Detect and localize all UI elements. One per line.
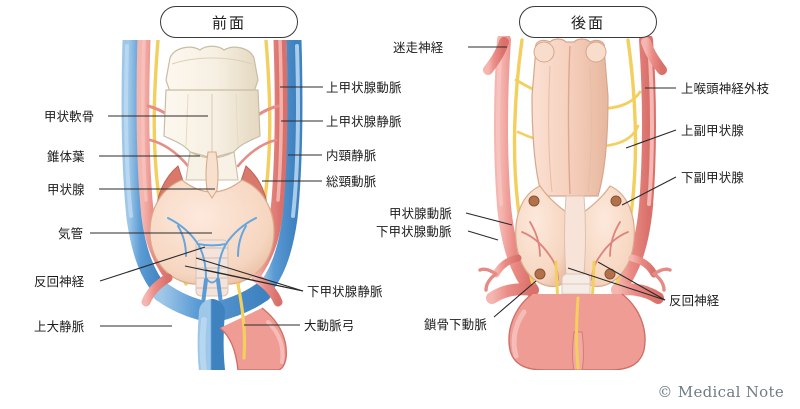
tab-front-view[interactable]: 前面 [160, 6, 298, 38]
label-common-carotid-artery: 総頸動脈 [326, 174, 377, 189]
label-superior-vena-cava: 上大静脈 [34, 319, 85, 334]
tab-back-view-label: 後面 [570, 13, 605, 32]
superior-parathyroid-right [610, 195, 622, 207]
label-thyroid-cartilage: 甲状軟骨 [44, 109, 95, 124]
label-trachea: 気管 [58, 226, 84, 241]
label-inferior-thyroid-vein: 下甲状腺静脈 [307, 284, 383, 299]
label-superior-thyroid-artery: 上甲状腺動脈 [326, 80, 402, 95]
inferior-parathyroid-right [604, 268, 616, 280]
back-view-illustration [478, 36, 672, 370]
front-view-illustration [121, 40, 303, 370]
superior-parathyroid-left [528, 195, 540, 207]
label-superior-thyroid-vein: 上甲状腺静脈 [326, 114, 402, 129]
label-aortic-arch: 大動脈弓 [304, 318, 355, 333]
label-external-branch-superior-laryngeal-nerve: 上喉頭神経外枝 [681, 81, 770, 96]
label-superior-parathyroid-gland: 上副甲状腺 [681, 123, 744, 138]
label-pyramidal-lobe: 錐体葉 [47, 149, 85, 164]
label-thyroid-artery: 甲状腺動脈 [389, 206, 452, 221]
label-internal-jugular-vein: 内頸静脈 [326, 148, 377, 163]
label-recurrent-laryngeal-nerve-back: 反回神経 [669, 293, 720, 308]
inferior-parathyroid-left [534, 268, 546, 280]
label-inferior-thyroid-artery: 下甲状腺動脈 [376, 224, 452, 239]
copyright-credit: © Medical Note [657, 383, 784, 401]
label-subclavian-artery: 鎖骨下動脈 [424, 317, 487, 332]
tab-front-view-label: 前面 [211, 13, 246, 32]
label-inferior-parathyroid-gland: 下副甲状腺 [681, 170, 744, 185]
tab-back-view[interactable]: 後面 [519, 6, 657, 38]
label-recurrent-laryngeal-nerve: 反回神経 [34, 274, 85, 289]
label-vagus-nerve: 迷走神経 [393, 40, 444, 55]
label-thyroid-gland: 甲状腺 [47, 182, 85, 197]
